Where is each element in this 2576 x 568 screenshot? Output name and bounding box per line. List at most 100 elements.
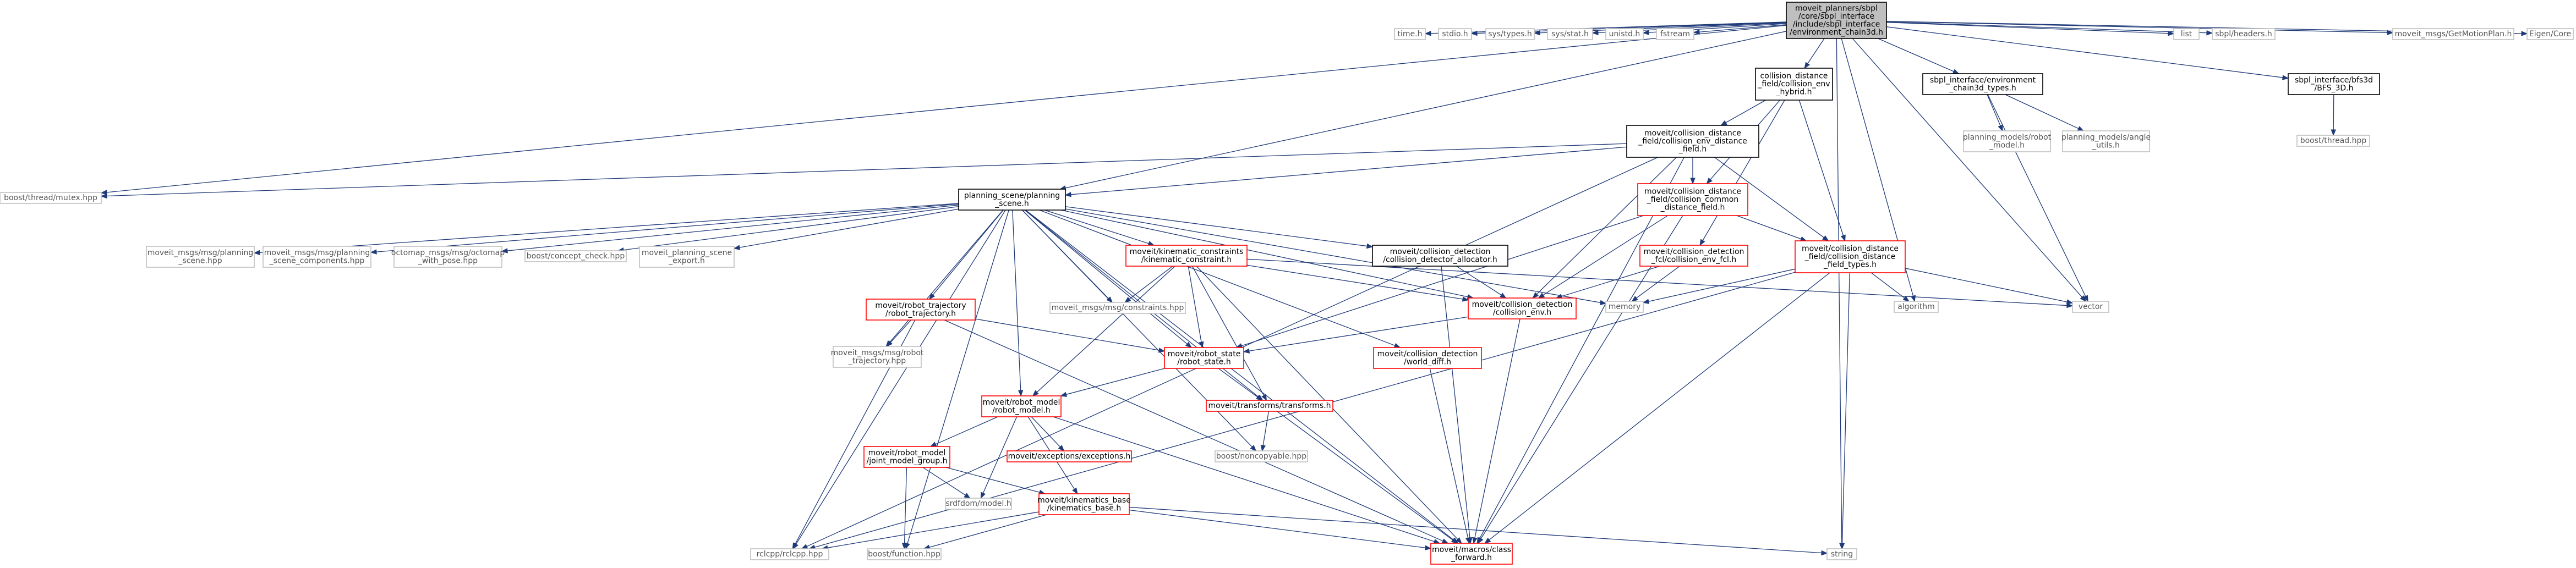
node-label-line: moveit/robot_state bbox=[1168, 350, 1241, 359]
edge-line bbox=[1702, 100, 1785, 241]
node-box bbox=[146, 246, 255, 268]
node-msg_planning_scene_components[interactable]: moveit_msgs/msg/planning_scene_component… bbox=[262, 246, 371, 268]
node-planning_scene[interactable]: planning_scene/planning_scene.h bbox=[958, 189, 1066, 211]
node-msg_robot_trajectory[interactable]: moveit_msgs/msg/robot_trajectory.hpp bbox=[831, 346, 924, 368]
node-label-line: planning_models/angle bbox=[2061, 133, 2151, 142]
node-cd_distance_field_types[interactable]: moveit/collision_distance_field/collisio… bbox=[1795, 240, 1906, 273]
node-string[interactable]: string bbox=[1826, 548, 1857, 560]
edge-bfs3d-to-boost_thread_hpp bbox=[2331, 94, 2336, 136]
node-eigen_core[interactable]: Eigen/Core bbox=[2526, 28, 2574, 40]
node-boost_function[interactable]: boost/function.hpp bbox=[867, 548, 942, 560]
node-rclcpp[interactable]: rclcpp/rclcpp.hpp bbox=[750, 548, 829, 560]
node-list[interactable]: list bbox=[2173, 28, 2200, 40]
node-boost_thread_hpp[interactable]: boost/thread.hpp bbox=[2296, 135, 2370, 147]
node-kinematics_base[interactable]: moveit/kinematics_base/kinematics_base.h bbox=[1037, 493, 1131, 515]
node-boost_concept_check[interactable]: boost/concept_check.hpp bbox=[524, 250, 627, 262]
node-box bbox=[393, 246, 502, 268]
edge-line bbox=[1987, 94, 2001, 126]
node-boost_noncopyable[interactable]: boost/noncopyable.hpp bbox=[1215, 450, 1308, 462]
node-time_h[interactable]: time.h bbox=[1394, 28, 1426, 40]
node-transforms[interactable]: moveit/transforms/transforms.h bbox=[1206, 400, 1333, 412]
edge-line bbox=[1429, 368, 1469, 538]
edge-line bbox=[1886, 21, 2388, 33]
node-cd_env_hybrid[interactable]: collision_distance_field/collision_env_h… bbox=[1755, 68, 1833, 101]
edge-cd_distance_field_types-to-memory bbox=[1642, 268, 1796, 304]
node-box bbox=[833, 346, 922, 368]
edge-line bbox=[929, 514, 1047, 548]
node-unistd_h[interactable]: unistd.h bbox=[1605, 28, 1644, 40]
node-label-line: vector bbox=[2079, 302, 2103, 311]
node-cd_allocator[interactable]: moveit/collision_detection/collision_det… bbox=[1372, 245, 1508, 267]
node-stdio_h[interactable]: stdio.h bbox=[1438, 28, 1472, 40]
node-planning_scene_export[interactable]: moveit_planning_scene_export.h bbox=[639, 246, 735, 268]
node-sbpl_headers[interactable]: sbpl/headers.h bbox=[2212, 28, 2276, 40]
node-robot_model[interactable]: moveit/robot_model/robot_model.h bbox=[981, 395, 1062, 417]
edge-cd_allocator-to-class_forward bbox=[1441, 266, 1473, 544]
node-label-line: moveit/collision_detection bbox=[1472, 300, 1573, 309]
node-box bbox=[524, 250, 627, 262]
edge-arrowhead bbox=[1441, 538, 1449, 544]
node-cd_env_distance_field[interactable]: moveit/collision_distance_field/collisio… bbox=[1626, 125, 1759, 158]
node-label-line: rclcpp/rclcpp.hpp bbox=[757, 550, 823, 559]
node-srdfdom_model[interactable]: srdfdom/model.h bbox=[945, 498, 1012, 510]
node-sys_stat_h[interactable]: sys/stat.h bbox=[1547, 28, 1593, 40]
edge-arrowhead bbox=[1451, 537, 1458, 544]
node-msg_planning_scene[interactable]: moveit_msgs/msg/planning_scene.hpp bbox=[146, 246, 255, 268]
node-label-line: collision_distance bbox=[1760, 72, 1828, 81]
node-joint_model_group[interactable]: moveit/robot_model/joint_model_group.h bbox=[863, 446, 950, 468]
edge-line bbox=[1031, 416, 1060, 448]
node-kinematic_constraint[interactable]: moveit/kinematic_constraints/kinematic_c… bbox=[1125, 245, 1248, 267]
node-class_forward[interactable]: moveit/macros/class_forward.h bbox=[1430, 543, 1513, 565]
node-exceptions[interactable]: moveit/exceptions/exceptions.h bbox=[1007, 450, 1132, 462]
edge-line bbox=[1871, 272, 1905, 299]
node-algorithm[interactable]: algorithm bbox=[1894, 301, 1939, 313]
node-label-line: string bbox=[1831, 550, 1853, 559]
node-label-line: _forward.h bbox=[1451, 553, 1492, 562]
node-sys_types_h[interactable]: sys/types.h bbox=[1485, 28, 1535, 40]
node-vector[interactable]: vector bbox=[2072, 301, 2109, 313]
node-pm_robot_model[interactable]: planning_models/robot_model.h bbox=[1963, 130, 2052, 152]
node-pm_angle_utils[interactable]: planning_models/angle_utils.h bbox=[2061, 130, 2151, 152]
edge-arrowhead bbox=[928, 293, 936, 300]
node-robot_state[interactable]: moveit/robot_state/robot_state.h bbox=[1164, 347, 1244, 369]
node-fstream[interactable]: fstream bbox=[1656, 28, 1694, 40]
edge-cd_env_distance_field-to-cd_common_distance_field bbox=[1690, 157, 1696, 185]
node-get_motion_plan[interactable]: moveit_msgs/GetMotionPlan.h bbox=[2392, 28, 2514, 40]
edge-cd_distance_field_types-to-algorithm bbox=[1871, 272, 1910, 302]
edge-line bbox=[932, 209, 1004, 295]
edge-planning_scene-to-planning_scene_export bbox=[733, 208, 959, 250]
edge-line bbox=[1277, 411, 1453, 541]
node-label-line: moveit/collision_detection bbox=[1390, 247, 1491, 256]
edge-line bbox=[1886, 21, 2169, 34]
node-label-line: _field/collision_env_distance bbox=[1638, 137, 1747, 146]
node-octomap_with_pose[interactable]: octomap_msgs/msg/octomap_with_pose.hpp bbox=[391, 246, 505, 268]
node-memory[interactable]: memory bbox=[1605, 301, 1644, 313]
node-sbpl_env_types[interactable]: sbpl_interface/environment_chain3d_types… bbox=[1922, 73, 2043, 95]
edge-cd_distance_field_types-to-vector bbox=[1905, 268, 2074, 305]
node-msg_constraints[interactable]: moveit_msgs/msg/constraints.hpp bbox=[1049, 302, 1186, 314]
node-cd_common_distance_field[interactable]: moveit/collision_distance_field/collisio… bbox=[1637, 183, 1748, 216]
edge-arrowhead bbox=[1199, 341, 1204, 349]
node-box bbox=[1605, 301, 1644, 313]
node-label-line: _model.h bbox=[1989, 141, 2025, 150]
edge-arrowhead bbox=[1642, 299, 1650, 304]
node-bfs3d[interactable]: sbpl_interface/bfs3d/BFS_3D.h bbox=[2288, 73, 2380, 95]
node-boost_thread_mutex[interactable]: boost/thread/mutex.hpp bbox=[0, 192, 102, 204]
node-label-line: _with_pose.hpp bbox=[418, 256, 478, 265]
edge-kinematic_constraint-to-cd_collision_env bbox=[1246, 264, 1469, 302]
edge-line bbox=[1129, 266, 1173, 300]
node-box bbox=[1963, 130, 2051, 152]
edge-line bbox=[1188, 266, 1202, 343]
node-label-line: /robot_trajectory.h bbox=[885, 309, 956, 318]
edge-planning_scene-to-octomap_with_pose bbox=[501, 205, 959, 253]
edge-cd_env_distance_field-to-cd_collision_env bbox=[1532, 157, 1677, 299]
edge-arrowhead bbox=[1018, 390, 1024, 397]
node-box bbox=[2173, 28, 2200, 40]
node-robot_trajectory[interactable]: moveit/robot_trajectory/robot_trajectory… bbox=[866, 299, 976, 321]
node-label-line: planning_models/robot bbox=[1963, 133, 2052, 142]
node-cd_env_fcl[interactable]: moveit/collision_detection_fcl/collision… bbox=[1639, 245, 1748, 267]
node-cd_collision_env[interactable]: moveit/collision_detection/collision_env… bbox=[1468, 297, 1577, 319]
node-world_diff[interactable]: moveit/collision_detection/world_diff.h bbox=[1373, 347, 1482, 369]
node-box bbox=[639, 246, 735, 268]
